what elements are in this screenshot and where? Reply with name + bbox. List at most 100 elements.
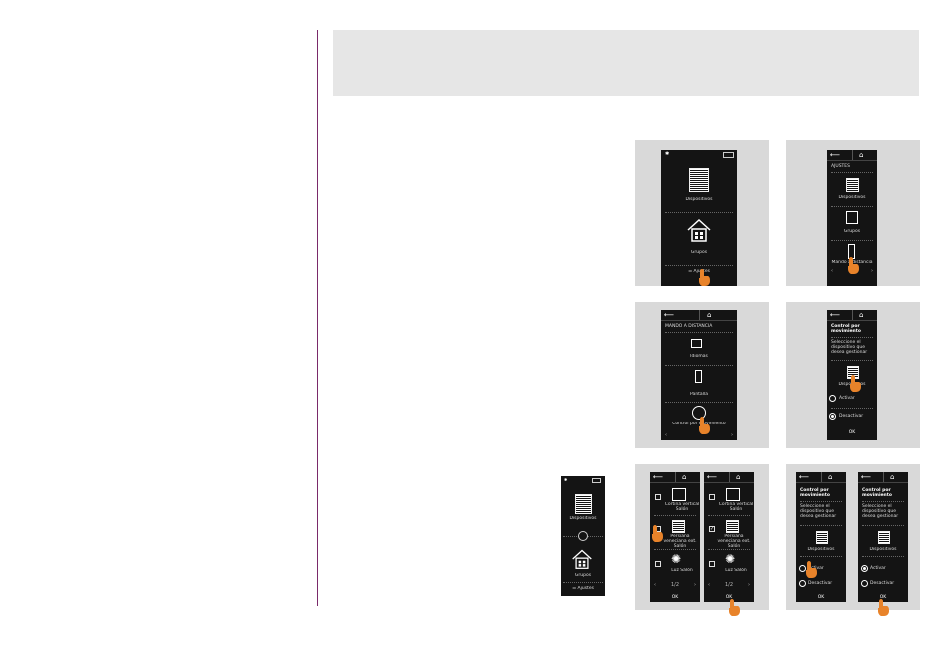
- device-selector[interactable]: Dispositivos: [807, 547, 835, 552]
- divider: [654, 515, 696, 516]
- house-icon: [572, 549, 592, 569]
- toolbar-separator: [699, 310, 700, 320]
- chevron-right-icon[interactable]: ›: [694, 582, 696, 588]
- radio-deactivate[interactable]: [861, 580, 868, 587]
- menu-item-groups[interactable]: Grupos: [690, 250, 708, 255]
- back-arrow-icon[interactable]: ⟵: [653, 473, 664, 481]
- status-bar: ✱: [661, 150, 737, 158]
- divider: [862, 501, 904, 502]
- pointing-hand-icon: [878, 599, 889, 616]
- divider: [831, 240, 873, 241]
- step-panel-3: ⟵ ⌂ MANDO A DISTANCIA Idiomas Pantalla C…: [635, 302, 769, 448]
- screen-title: Control por movimiento: [862, 488, 892, 498]
- home-icon[interactable]: ⌂: [736, 473, 741, 481]
- signal-icon: ✱: [665, 151, 670, 157]
- device-item-3[interactable]: Luz Salón: [671, 568, 693, 573]
- menu-item-groups[interactable]: Grupos: [843, 229, 861, 234]
- toolbar-separator: [675, 472, 676, 482]
- radio-deactivate[interactable]: [799, 580, 806, 587]
- chevron-right-icon[interactable]: ›: [731, 432, 733, 438]
- chevron-left-icon[interactable]: ‹: [665, 432, 667, 438]
- top-toolbar: ⟵ ⌂: [827, 150, 877, 161]
- checkbox[interactable]: [655, 561, 661, 567]
- divider: [665, 365, 733, 366]
- divider: [665, 212, 733, 213]
- toolbar-separator: [883, 472, 884, 482]
- chevron-right-icon[interactable]: ›: [871, 268, 873, 274]
- back-arrow-icon[interactable]: ⟵: [707, 473, 718, 481]
- radio-activate[interactable]: [829, 395, 836, 402]
- chevron-left-icon[interactable]: ‹: [708, 582, 710, 588]
- menu-item-motion-control[interactable]: Control por movimiento: [672, 422, 726, 426]
- ok-button[interactable]: OK: [725, 595, 733, 600]
- menu-item-languages[interactable]: Idiomas: [690, 354, 708, 359]
- chevron-right-icon[interactable]: ›: [748, 582, 750, 588]
- step-panel-4: ⟵ ⌂ Control por movimiento Seleccione el…: [786, 302, 920, 448]
- toolbar-separator: [852, 310, 853, 320]
- device-item-1[interactable]: Cortina vertical Salón: [718, 502, 754, 512]
- back-arrow-icon[interactable]: ⟵: [830, 311, 841, 319]
- back-arrow-icon[interactable]: ⟵: [664, 311, 675, 319]
- device-item-2[interactable]: Persiana veneciana ext. Salón: [663, 534, 697, 549]
- top-toolbar: ⟵ ⌂: [704, 472, 754, 483]
- prompt-text: Seleccione el dispositivo que desea gest…: [831, 340, 868, 355]
- status-bar: ✱: [561, 476, 605, 484]
- chevron-left-icon[interactable]: ‹: [831, 268, 833, 274]
- language-icon: [691, 339, 702, 348]
- ok-button[interactable]: OK: [848, 430, 856, 435]
- home-icon[interactable]: ⌂: [682, 473, 687, 481]
- device-selector[interactable]: Dispositivos: [869, 547, 897, 552]
- radio-deactivate[interactable]: [829, 413, 836, 420]
- prompt-text: Seleccione el dispositivo que desea gest…: [800, 504, 837, 519]
- menu-item-devices[interactable]: Dispositivos: [838, 195, 866, 200]
- divider: [665, 332, 733, 333]
- menu-item-display[interactable]: Pantalla: [690, 392, 708, 397]
- screen-title: Control por movimiento: [800, 488, 830, 498]
- menu-item-groups[interactable]: Grupos: [574, 573, 592, 578]
- remote-screen: ⟵ ⌂ Control por movimiento Seleccione el…: [827, 310, 877, 440]
- house-icon: [687, 218, 711, 242]
- device-item-3[interactable]: Luz Salón: [725, 568, 747, 573]
- battery-icon: [592, 478, 601, 483]
- device-item-1[interactable]: Cortina vertical Salón: [664, 502, 700, 512]
- option-deactivate-label: Desactivar: [870, 581, 895, 586]
- checkbox[interactable]: [709, 494, 715, 500]
- pager[interactable]: ‹ 1/2 ›: [650, 582, 700, 588]
- home-icon[interactable]: ⌂: [828, 473, 833, 481]
- top-toolbar: ⟵ ⌂: [827, 310, 877, 321]
- remote-screen-right: ⟵ ⌂ Cortina vertical Salón ✓ Persiana ve…: [704, 472, 754, 602]
- pager[interactable]: ‹1/2›: [704, 582, 754, 588]
- home-icon[interactable]: ⌂: [890, 473, 895, 481]
- ok-button[interactable]: OK: [671, 595, 679, 600]
- settings-button[interactable]: ☰ Ajustes: [561, 586, 605, 591]
- radio-activate[interactable]: [861, 565, 868, 572]
- ok-button[interactable]: OK: [817, 595, 825, 600]
- back-arrow-icon[interactable]: ⟵: [830, 151, 841, 159]
- blinds-icon: [726, 520, 739, 533]
- top-toolbar: ⟵ ⌂: [661, 310, 737, 321]
- divider: [831, 172, 873, 173]
- option-deactivate-label: Desactivar: [839, 414, 864, 419]
- checkbox[interactable]: [709, 561, 715, 567]
- home-icon[interactable]: ⌂: [859, 151, 864, 159]
- ok-button[interactable]: OK: [879, 595, 887, 600]
- remote-screen-left: ⟵ ⌂ Control por movimiento Seleccione el…: [796, 472, 846, 602]
- checkbox-checked[interactable]: ✓: [709, 526, 715, 532]
- back-arrow-icon[interactable]: ⟵: [799, 473, 810, 481]
- radio-activate[interactable]: [799, 565, 806, 572]
- back-arrow-icon[interactable]: ⟵: [861, 473, 872, 481]
- chevron-left-icon[interactable]: ‹: [654, 582, 656, 588]
- home-icon[interactable]: ⌂: [707, 311, 712, 319]
- home-icon[interactable]: ⌂: [859, 311, 864, 319]
- divider: [563, 582, 603, 583]
- device-item-2[interactable]: Persiana veneciana ext. Salón: [717, 534, 751, 549]
- step-panel-1: ✱ Dispositivos Grupos ☰ Ajustes: [635, 140, 769, 286]
- checkbox[interactable]: [655, 494, 661, 500]
- menu-item-devices[interactable]: Dispositivos: [569, 516, 597, 521]
- page-indicator: 1/2: [670, 582, 680, 588]
- signal-icon: ✱: [564, 477, 568, 482]
- menu-item-devices[interactable]: Dispositivos: [685, 197, 713, 202]
- divider: [665, 265, 733, 266]
- blinds-icon: [816, 531, 828, 544]
- list-icon: ☰: [572, 586, 578, 591]
